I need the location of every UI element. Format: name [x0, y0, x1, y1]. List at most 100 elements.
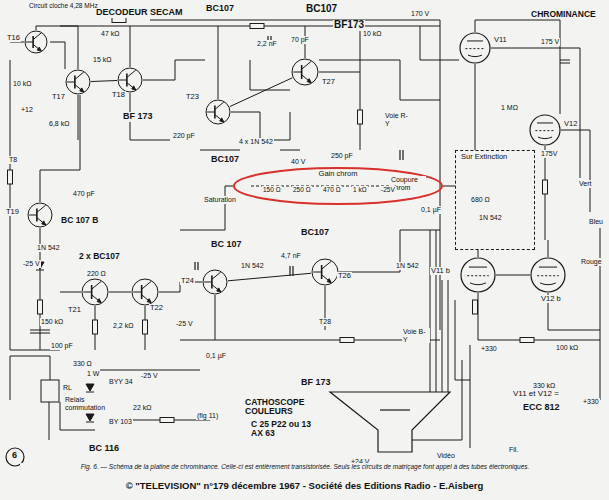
- drawn-line: [539, 267, 557, 268]
- drawn-line: [195, 36, 403, 276]
- drawn-line: [540, 283, 556, 285]
- ellipse-outline: [234, 168, 442, 204]
- circle-mark: [292, 59, 318, 85]
- transistor-symbol: T16: [24, 30, 48, 54]
- component-label: 1N 542: [395, 262, 420, 270]
- tube-symbol: V12: [529, 114, 561, 146]
- circle-mark: [206, 100, 230, 124]
- component-label: BYY 34: [108, 378, 134, 386]
- wire-connector: [496, 275, 530, 276]
- drawn-line: [217, 288, 221, 292]
- drawn-line: [86, 414, 94, 422]
- component-label: 15 kΩ: [92, 56, 112, 64]
- component-label: 1N 542: [240, 262, 265, 270]
- circle-mark: [25, 31, 47, 53]
- drawn-line: [132, 86, 136, 90]
- component-label: 6: [11, 451, 18, 461]
- drawing-part: [460, 33, 490, 63]
- component-label: BF 173: [300, 378, 332, 388]
- component-label: 330 Ω: [72, 360, 93, 368]
- part-reference: T21: [67, 306, 82, 314]
- transistor-symbol: T19: [27, 202, 53, 228]
- tube-symbol: V11 b: [460, 257, 496, 293]
- drawing-part: [132, 279, 158, 305]
- node-shape: [456, 151, 534, 249]
- circle-mark: [531, 258, 565, 292]
- node-shape: [530, 257, 566, 293]
- component-label: 250 pF: [330, 152, 354, 160]
- drawn-line: [465, 48, 484, 49]
- drawn-line: [538, 137, 552, 139]
- drawn-line: [50, 26, 205, 140]
- node-shape: [24, 30, 48, 54]
- component-label: 220 Ω: [86, 270, 107, 278]
- component-body: [38, 300, 43, 314]
- component-body: [41, 380, 59, 402]
- node-shape: [202, 269, 228, 295]
- component-label: 70 pF: [290, 36, 310, 44]
- drawn-line: [220, 118, 224, 122]
- drawn-line: [147, 299, 151, 303]
- node-shape: [205, 99, 231, 125]
- drawing-part: [234, 168, 442, 204]
- drawn-line: [30, 60, 570, 333]
- part-reference: T16: [6, 34, 21, 42]
- drawing-part: [531, 258, 565, 292]
- component-body: [340, 338, 354, 343]
- component-label: © "TELEVISION" n°179 décembre 1967 - Soc…: [125, 481, 485, 491]
- drawn-line: [204, 272, 221, 292]
- tube-symbol: V12 b: [530, 257, 566, 293]
- component-label: 1 kΩ: [352, 186, 368, 193]
- circle-mark: [82, 279, 108, 305]
- component-label: 1 W: [86, 370, 100, 378]
- component-label: -25 V: [175, 320, 194, 328]
- component-label: Vidéo: [436, 452, 456, 460]
- component-label: 330 kΩ: [532, 382, 556, 390]
- drawn-line: [475, 20, 590, 240]
- drawing-part: [118, 68, 142, 92]
- node-shape: [460, 257, 496, 293]
- drawn-line: [537, 275, 559, 276]
- box-title: Gain chrom: [318, 170, 359, 178]
- box-title: Sur Extinction: [460, 153, 508, 161]
- drawn-line: [37, 47, 41, 51]
- part-reference: T26: [337, 272, 352, 280]
- component-label: 470 Ω: [322, 186, 342, 193]
- component-label: 2,2 kΩ: [112, 322, 134, 330]
- circle-mark: [66, 70, 90, 94]
- component-label: 4 x 1N 542: [238, 138, 274, 146]
- drawn-line: [119, 70, 136, 90]
- component-label: RL: [62, 384, 73, 392]
- component-label: -25V: [380, 186, 396, 193]
- drawing-part: [206, 100, 230, 124]
- node-shape: [529, 114, 561, 146]
- component-label: CHROMINANCE: [530, 10, 597, 19]
- circle-mark: [132, 279, 158, 305]
- component-label: C 25 P22 ou 13 AX 63: [250, 420, 322, 438]
- drawn-line: [200, 60, 300, 150]
- component-label: 100 kΩ: [555, 344, 579, 352]
- drawn-line: [537, 122, 553, 123]
- component-label: T8: [8, 156, 18, 164]
- drawn-line: [307, 79, 311, 83]
- drawing-part: [312, 259, 338, 285]
- transistor-symbol: T22: [131, 278, 159, 306]
- component-label: 0,1 µF: [420, 206, 442, 214]
- drawn-line: [207, 102, 224, 122]
- drawn-line: [83, 281, 101, 302]
- component-label: BF 173: [122, 112, 154, 122]
- component-label: BF173: [333, 20, 365, 31]
- drawn-line: [29, 205, 46, 225]
- wires: [10, 20, 600, 448]
- component-label: 22 kΩ: [132, 404, 152, 412]
- drawing-part: [82, 279, 108, 305]
- drawn-line: [467, 40, 483, 41]
- component-label: 10 kΩ: [362, 30, 382, 38]
- drawn-line: [380, 409, 410, 410]
- component-body: [250, 24, 264, 29]
- component-body: [358, 110, 363, 124]
- node-shape: [65, 69, 91, 95]
- component-label: Vert: [578, 180, 592, 188]
- component-label: BC 107 B: [60, 216, 99, 225]
- drawn-line: [535, 130, 554, 131]
